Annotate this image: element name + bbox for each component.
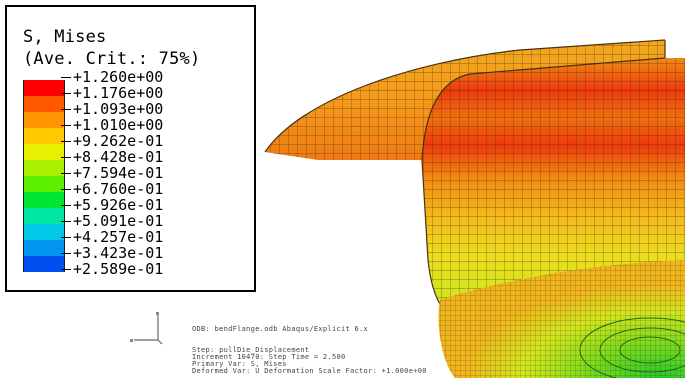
legend-value-text: +1.010e+00	[73, 116, 164, 134]
legend-value: +1.176e+00	[61, 85, 163, 101]
legend-swatch	[23, 256, 65, 272]
legend-value: +5.926e-01	[61, 197, 163, 213]
legend-tick	[61, 237, 71, 238]
legend-swatch	[23, 144, 65, 160]
top-flange	[264, 39, 666, 160]
info-odb-line: ODB: bendFlange.odb Abaqus/Explicit 6.x	[192, 325, 369, 333]
legend-value: +1.260e+00	[61, 69, 163, 85]
legend-value: +1.010e+00	[61, 117, 163, 133]
legend-value: +4.257e-01	[61, 229, 163, 245]
legend-swatch	[23, 208, 65, 224]
legend-value-text: +1.260e+00	[73, 68, 164, 86]
legend-value-text: +5.926e-01	[73, 196, 164, 214]
legend-tick	[61, 205, 71, 206]
legend-value-text: +6.760e-01	[73, 180, 164, 198]
legend-swatch	[23, 224, 65, 240]
flange-base	[438, 260, 685, 378]
legend-value: +3.423e-01	[61, 245, 163, 261]
legend-swatch	[23, 160, 65, 176]
legend-tick	[61, 269, 71, 270]
info-primary-var-line: Primary Var: S, Mises	[192, 360, 287, 368]
axis-triad	[130, 312, 163, 345]
legend-value: +6.760e-01	[61, 181, 163, 197]
legend-swatch	[23, 80, 65, 96]
legend-value-text: +8.428e-01	[73, 148, 164, 166]
legend-tick	[61, 189, 71, 190]
info-step-line: Step: pullDie_Displacement	[192, 346, 310, 354]
flange-wall	[421, 40, 685, 331]
legend-tick	[61, 93, 71, 94]
legend-value-text: +7.594e-01	[73, 164, 164, 182]
legend-title: S, Mises	[23, 27, 107, 47]
info-increment-line: Increment 10470: Step Time = 2.500	[192, 353, 346, 361]
legend-tick	[61, 109, 71, 110]
legend-labels: +1.260e+00+1.176e+00+1.093e+00+1.010e+00…	[61, 69, 163, 277]
stress-legend: S, Mises (Ave. Crit.: 75%) +1.260e+00+1.…	[5, 5, 256, 292]
legend-value: +9.262e-01	[61, 133, 163, 149]
legend-subtitle: (Ave. Crit.: 75%)	[23, 49, 201, 69]
legend-value-text: +3.423e-01	[73, 244, 164, 262]
info-deformed-var-line: Deformed Var: U Deformation Scale Factor…	[192, 367, 427, 375]
legend-swatch	[23, 176, 65, 192]
legend-color-bar	[23, 80, 65, 272]
legend-value: +5.091e-01	[61, 213, 163, 229]
legend-tick	[61, 221, 71, 222]
legend-value-text: +5.091e-01	[73, 212, 164, 230]
legend-tick	[61, 125, 71, 126]
legend-value-text: +9.262e-01	[73, 132, 164, 150]
legend-value-text: +1.093e+00	[73, 100, 164, 118]
legend-swatch	[23, 112, 65, 128]
legend-tick	[61, 141, 71, 142]
legend-tick	[61, 253, 71, 254]
legend-value-text: +4.257e-01	[73, 228, 164, 246]
legend-tick	[61, 173, 71, 174]
legend-value: +1.093e+00	[61, 101, 163, 117]
legend-swatch	[23, 240, 65, 256]
legend-value: +2.589e-01	[61, 261, 163, 277]
legend-swatch	[23, 96, 65, 112]
legend-tick	[61, 77, 71, 78]
legend-value: +7.594e-01	[61, 165, 163, 181]
legend-value-text: +1.176e+00	[73, 84, 164, 102]
legend-value: +8.428e-01	[61, 149, 163, 165]
legend-swatch	[23, 128, 65, 144]
legend-value-text: +2.589e-01	[73, 260, 164, 278]
legend-tick	[61, 157, 71, 158]
legend-swatch	[23, 192, 65, 208]
